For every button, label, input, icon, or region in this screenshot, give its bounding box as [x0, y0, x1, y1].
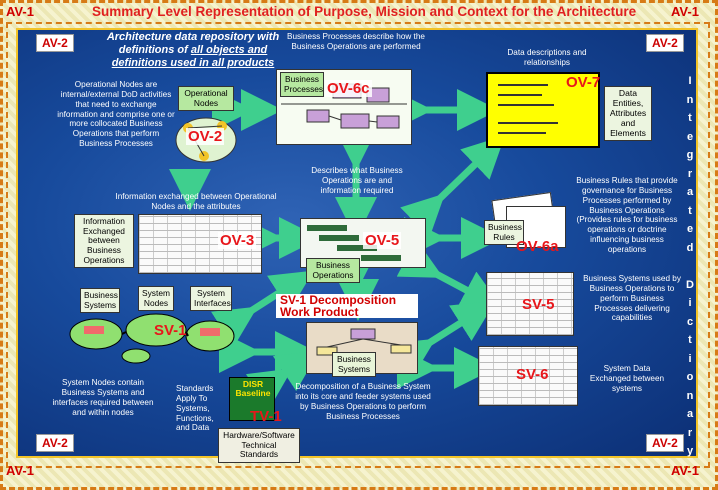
dictionary-letter: I	[688, 75, 692, 87]
dictionary-letter: n	[686, 93, 694, 106]
sv5-description: Business Systems used by Business Operat…	[583, 274, 681, 323]
dictionary-letter: i	[688, 352, 692, 365]
dictionary-letter: t	[688, 112, 692, 124]
sv1-decomposition-graphic	[316, 328, 412, 356]
av2-bottom-right: AV-2	[646, 434, 684, 452]
ov2-description: Operational Nodes are internal/external …	[57, 80, 175, 149]
arrow-sv1-ov5	[210, 270, 314, 348]
dictionary-letter: a	[686, 408, 694, 420]
ov6a-label: Business Rules	[484, 220, 524, 246]
dictionary-letter: r	[687, 167, 693, 180]
tv1-disr-logo: DISR Baseline	[229, 377, 275, 421]
ov7-tag: OV-7	[566, 74, 601, 91]
sv1-description: System Nodes contain Business Systems an…	[52, 378, 154, 417]
dictionary-letter: c	[686, 315, 694, 328]
repository-line1: Architecture data repository with	[106, 31, 280, 43]
av2-top-right: AV-2	[646, 34, 684, 52]
dictionary-letter: e	[686, 223, 694, 235]
dictionary-letter: t	[688, 204, 692, 217]
ov6c-label: Business Processes	[280, 72, 324, 98]
inner-dashed-border	[6, 22, 710, 468]
av1-bottom-right: AV-1	[671, 463, 699, 478]
av1-top-left: AV-1	[6, 4, 34, 19]
av1-top-right: AV-1	[671, 4, 699, 19]
sv1-label-business-systems: Business Systems	[80, 288, 120, 314]
arrow-tv1-decomp	[245, 350, 320, 410]
dictionary-letter: e	[686, 130, 694, 143]
ov2-tag: OV-2	[186, 128, 225, 145]
dictionary-letter: a	[686, 186, 694, 198]
ov7-card	[486, 72, 600, 148]
ov3-label: Information Exchanged between Business O…	[74, 214, 134, 269]
sv6-tag: SV-6	[516, 366, 549, 383]
tv1-label: Hardware/Software Technical Standards	[218, 428, 300, 463]
repository-title: Architecture data repository with defini…	[88, 31, 298, 71]
dictionary-letter: D	[686, 278, 694, 291]
repository-line2-link: all objects and	[190, 44, 268, 57]
page-title: Summary Level Representation of Purpose,…	[92, 4, 637, 19]
ov5-label: Business Operations	[306, 258, 360, 284]
arrow-ov5-ov7	[400, 135, 506, 238]
dictionary-letter: o	[686, 371, 694, 383]
sv1-tag: SV-1	[154, 322, 187, 339]
tv1-logo-text: DISR Baseline	[235, 379, 271, 398]
repository-line3: definitions used in all products	[111, 57, 275, 70]
ov3-tag: OV-3	[218, 232, 257, 249]
sv1-label-system-nodes: System Nodes	[138, 286, 174, 312]
ov3-description: Information exchanged between Operationa…	[115, 192, 277, 211]
ov2-label: Operational Nodes	[178, 86, 234, 112]
repository-line2: definitions of all objects and	[88, 44, 298, 57]
dictionary-letter: g	[686, 149, 694, 161]
sv1-node-graphic	[69, 313, 235, 364]
dictionary-letter: n	[686, 389, 694, 402]
dictionary-letter: i	[688, 297, 692, 309]
arrow-ov5-sv5	[396, 239, 504, 310]
dictionary-letter: y	[686, 445, 694, 457]
ov7-description: Data descriptions and relationships	[507, 48, 587, 67]
dictionary-letter: t	[688, 334, 692, 346]
tv1-tag: TV-1	[250, 408, 282, 425]
sv6-description: System Data Exchanged between systems	[589, 364, 665, 393]
sv5-tag: SV-5	[522, 296, 555, 313]
ov6a-tag: OV-6a	[516, 238, 559, 255]
ov5-node-tree-graphic	[307, 225, 401, 261]
tv1-description: Standards Apply To Systems, Functions, a…	[176, 384, 214, 433]
ov6c-tag: OV-6c	[325, 80, 372, 97]
ov7-label: Data Entities, Attributes and Elements	[604, 86, 652, 142]
av2-bottom-left: AV-2	[36, 434, 74, 452]
av1-bottom-left: AV-1	[6, 463, 34, 478]
sv5-matrix-graphic	[486, 272, 574, 336]
sv6-table-graphic	[478, 346, 578, 406]
av2-top-left: AV-2	[36, 34, 74, 52]
ov5-tag: OV-5	[363, 232, 402, 249]
sv1-label-system-interfaces: System Interfaces	[190, 286, 232, 312]
sv1-decomposition-label: Business Systems	[332, 352, 376, 378]
ov5-description: Describes what Business Operations are a…	[311, 166, 403, 195]
arrow-decomp-sv5	[389, 300, 496, 379]
sv1-decomposition-title: SV-1 Decomposition Work Product	[276, 294, 418, 318]
ov6a-description: Business Rules that provide governance f…	[576, 176, 678, 254]
repository-line2-pre: definitions of	[118, 44, 191, 57]
sv1-decomposition-description: Decomposition of a Business System into …	[295, 382, 431, 421]
dictionary-letter: d	[686, 241, 694, 254]
dictionary-letter: r	[687, 426, 693, 439]
ov6c-description: Business Processes describe how the Busi…	[287, 32, 425, 51]
